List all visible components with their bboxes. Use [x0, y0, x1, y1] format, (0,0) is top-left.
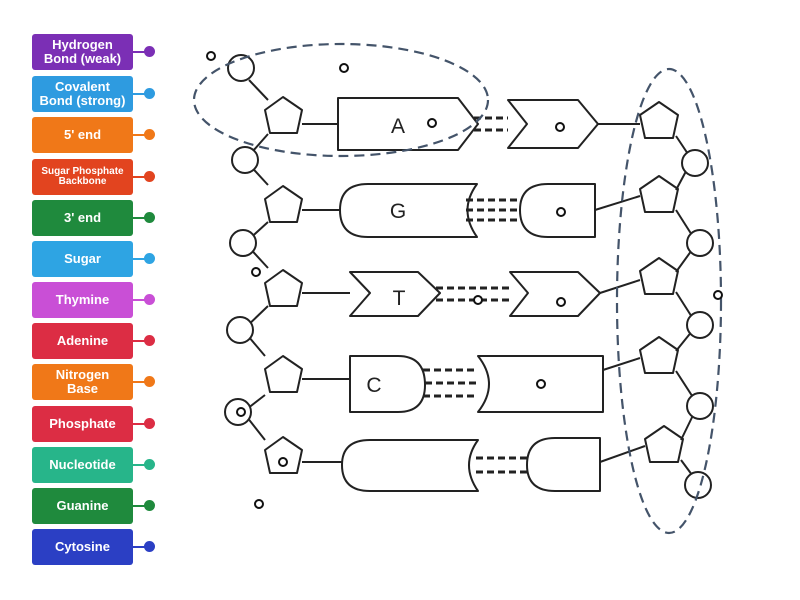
connector-dot[interactable] — [144, 129, 155, 140]
sugar-pentagon — [639, 175, 679, 213]
nucleotide-group-ellipse — [192, 42, 490, 158]
label-tile-sugar[interactable]: Sugar — [32, 241, 155, 277]
drop-target[interactable] — [339, 63, 349, 73]
drop-target[interactable] — [206, 51, 216, 61]
label-tile-hydrogen-bond[interactable]: Hydrogen Bond (weak) — [32, 34, 155, 70]
label-text: Guanine — [56, 498, 109, 514]
connector-dot[interactable] — [144, 418, 155, 429]
drop-target[interactable] — [713, 290, 723, 300]
sugar-pentagon — [639, 257, 679, 295]
label-tile-5-prime-end[interactable]: 5' end — [32, 117, 155, 153]
label-tile-phosphate[interactable]: Phosphate — [32, 406, 155, 442]
label-text: Phosphate — [49, 416, 116, 432]
label-text: Nucleotide — [49, 457, 116, 473]
connector-dot[interactable] — [144, 335, 155, 346]
label-tile-sugar-phosphate-backbone[interactable]: Sugar Phosphate Backbone — [32, 159, 155, 195]
backbone-group-ellipse — [615, 67, 723, 535]
base-thymine-right-shape — [507, 99, 599, 149]
phosphate-circle — [686, 229, 714, 257]
sugar-pentagon — [644, 425, 684, 463]
base-cytosine-bottom-right-shape — [526, 437, 601, 492]
connector-dot[interactable] — [144, 294, 155, 305]
label-tile-guanine[interactable]: Guanine — [32, 488, 155, 524]
label-tile-3-prime-end[interactable]: 3' end — [32, 200, 155, 236]
connector-dot[interactable] — [144, 46, 155, 57]
phosphate-circle — [231, 146, 259, 174]
label-tile-thymine[interactable]: Thymine — [32, 282, 155, 318]
connector-dot[interactable] — [144, 376, 155, 387]
label-text: Sugar — [64, 251, 101, 267]
label-palette: Hydrogen Bond (weak) Covalent Bond (stro… — [0, 0, 170, 600]
sugar-pentagon — [639, 101, 679, 139]
left-sugars — [264, 96, 303, 474]
label-text: Cytosine — [55, 539, 110, 555]
base-letter-c: C — [366, 374, 381, 397]
label-text: Adenine — [56, 333, 109, 349]
sugar-pentagon — [264, 185, 303, 223]
phosphate-circle — [684, 471, 712, 499]
phosphate-circle — [229, 229, 257, 257]
label-tile-adenine[interactable]: Adenine — [32, 323, 155, 359]
drop-target[interactable] — [251, 267, 261, 277]
drop-target[interactable] — [236, 407, 246, 417]
drop-target[interactable] — [427, 118, 437, 128]
hydrogen-bond-dashes — [423, 116, 527, 474]
right-sugars — [639, 101, 684, 463]
drop-target[interactable] — [555, 122, 565, 132]
phosphate-circle — [686, 311, 714, 339]
phosphate-circle — [681, 149, 709, 177]
base-thymine-shape — [349, 271, 441, 317]
label-tile-covalent-bond[interactable]: Covalent Bond (strong) — [32, 76, 155, 112]
drop-target[interactable] — [254, 499, 264, 509]
phosphate-circle — [226, 316, 254, 344]
label-text: Thymine — [55, 292, 110, 308]
label-tile-cytosine[interactable]: Cytosine — [32, 529, 155, 565]
sugar-pentagon — [264, 436, 303, 474]
base-letter-a: A — [391, 115, 405, 138]
sugar-pentagon — [639, 336, 679, 374]
label-tile-nucleotide[interactable]: Nucleotide — [32, 447, 155, 483]
label-text: Sugar Phosphate Backbone — [41, 165, 124, 187]
sugar-pentagon — [264, 355, 303, 393]
connector-dot[interactable] — [144, 459, 155, 470]
right-phosphates — [681, 149, 714, 499]
sugar-pentagon — [264, 269, 303, 307]
connector-dot[interactable] — [144, 88, 155, 99]
base-letter-g: G — [390, 200, 406, 223]
base-cytosine-shape — [349, 355, 426, 413]
connector-dot[interactable] — [144, 171, 155, 182]
connector-dot[interactable] — [144, 500, 155, 511]
label-text: 5' end — [63, 127, 102, 143]
label-text: Hydrogen Bond (weak) — [43, 37, 122, 66]
right-backbone-bonds — [675, 135, 699, 484]
base-letter-t: T — [393, 287, 406, 310]
label-text: 3' end — [63, 210, 102, 226]
drop-target[interactable] — [473, 295, 483, 305]
drop-target[interactable] — [556, 297, 566, 307]
phosphate-circle — [686, 392, 714, 420]
label-text: Nitrogen Base — [55, 367, 110, 396]
drop-target[interactable] — [278, 457, 288, 467]
label-text: Covalent Bond (strong) — [39, 79, 126, 108]
connector-dot[interactable] — [144, 253, 155, 264]
base-guanine-shape — [339, 183, 478, 238]
connector-dot[interactable] — [144, 212, 155, 223]
base-adenine-shape — [337, 97, 479, 151]
base-guanine-bottom-shape — [341, 439, 479, 492]
left-phosphates — [224, 54, 259, 426]
left-backbone-bonds — [242, 79, 269, 441]
base-adenine-right-shape — [509, 271, 601, 317]
drop-target[interactable] — [556, 207, 566, 217]
right-sugar-base-bonds — [594, 123, 646, 463]
drop-target[interactable] — [536, 379, 546, 389]
label-tile-nitrogen-base[interactable]: Nitrogen Base — [32, 364, 155, 400]
sugar-pentagon — [264, 96, 303, 134]
left-sugar-base-bonds — [302, 123, 350, 463]
connector-dot[interactable] — [144, 541, 155, 552]
